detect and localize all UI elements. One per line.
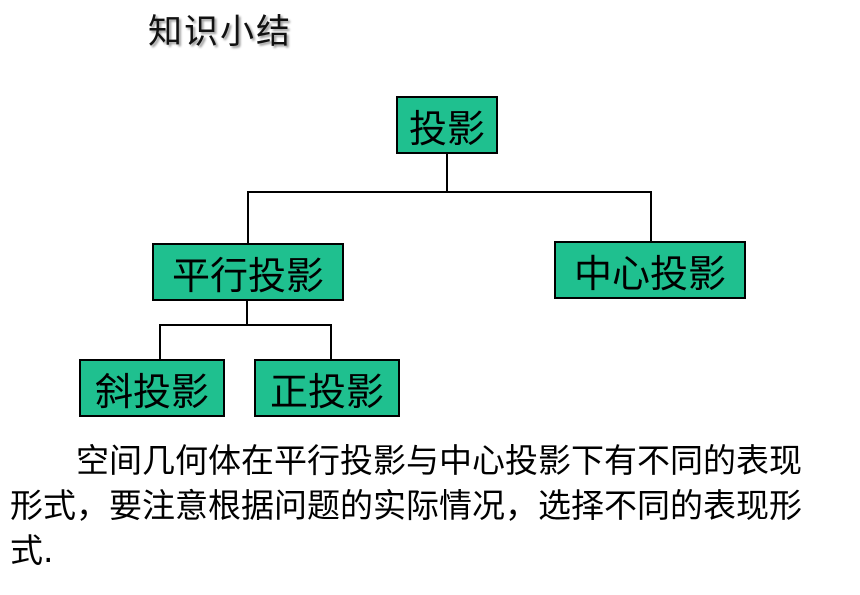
- node-parallel-projection: 平行投影: [152, 243, 344, 301]
- connector-to-parallel: [247, 191, 249, 243]
- connector-level2-horizontal: [159, 324, 332, 326]
- node-oblique-projection: 斜投影: [79, 359, 225, 417]
- connector-to-central: [650, 191, 652, 241]
- node-central-projection: 中心投影: [554, 241, 746, 299]
- connector-root-down: [446, 154, 448, 192]
- summary-paragraph: 空间几何体在平行投影与中心投影下有不同的表现形式，要注意根据问题的实际情况，选择…: [10, 441, 802, 570]
- connector-to-oblique: [159, 324, 161, 359]
- connector-to-ortho: [330, 324, 332, 359]
- summary-text: 空间几何体在平行投影与中心投影下有不同的表现形式，要注意根据问题的实际情况，选择…: [10, 438, 810, 573]
- slide-title: 知识小结: [148, 12, 292, 52]
- node-projection: 投影: [396, 96, 498, 154]
- node-orthographic-projection: 正投影: [254, 359, 400, 417]
- connector-level1-horizontal: [247, 191, 652, 193]
- connector-parallel-down: [246, 301, 248, 325]
